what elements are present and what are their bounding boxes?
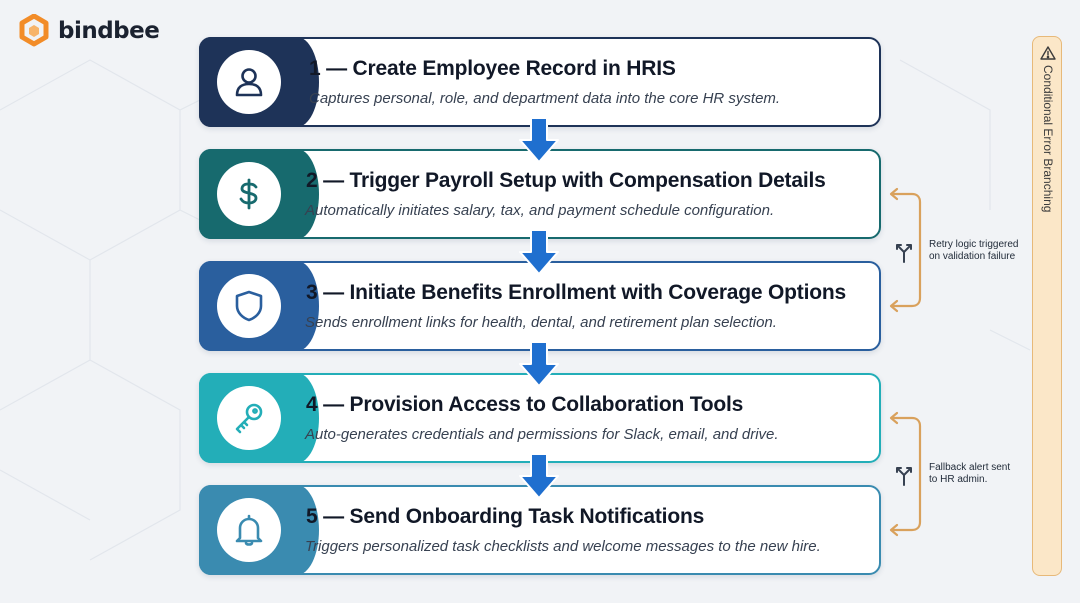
step-title: 2 — Trigger Payroll Setup with Compensat… [306, 169, 826, 192]
fallback-note: Fallback alert sent to HR admin. [929, 462, 1039, 486]
branch-split-icon [896, 244, 912, 263]
step-description: Auto-generates credentials and permissio… [305, 426, 779, 443]
icon-badge [217, 498, 281, 562]
person-icon [235, 68, 263, 97]
shield-icon [235, 290, 263, 322]
warning-icon [1040, 46, 1056, 60]
retry-note-line2: on validation failure [929, 251, 1016, 262]
step-card-1: 1 — Create Employee Record in HRIS Captu… [199, 37, 881, 127]
step-description: Captures personal, role, and department … [309, 90, 781, 107]
step-title: 5 — Send Onboarding Task Notifications [306, 505, 705, 528]
step-card-4: 4 — Provision Access to Collaboration To… [199, 373, 881, 463]
flow-arrow-3 [519, 341, 559, 387]
retry-note-line1: Retry logic triggered [929, 239, 1019, 250]
brand-logo: bindbee [18, 14, 160, 48]
icon-badge [217, 274, 281, 338]
flow-arrow-1 [519, 117, 559, 163]
banner-label: Conditional Error Branching [1041, 65, 1055, 213]
step-card-2: 2 — Trigger Payroll Setup with Compensat… [199, 149, 881, 239]
step-title: 1 — Create Employee Record in HRIS [309, 57, 676, 80]
branch-split-icon [896, 467, 912, 486]
fallback-bracket [889, 411, 922, 537]
step-title: 4 — Provision Access to Collaboration To… [306, 393, 744, 416]
fallback-note-line2: to HR admin. [929, 474, 988, 485]
icon-badge [217, 386, 281, 450]
flow-arrow-2 [519, 229, 559, 275]
bindbee-logo-icon [19, 14, 49, 47]
key-icon [235, 403, 263, 434]
step-card-3: 3 — Initiate Benefits Enrollment with Co… [199, 261, 881, 351]
bell-icon [235, 514, 263, 546]
conditional-error-banner: Conditional Error Branching [1032, 36, 1062, 576]
retry-bracket [889, 187, 922, 313]
step-description: Sends enrollment links for health, denta… [305, 314, 777, 331]
retry-note: Retry logic triggered on validation fail… [929, 239, 1039, 263]
step-description: Triggers personalized task checklists an… [305, 538, 821, 555]
brand-name: bindbee [58, 18, 160, 44]
icon-badge [217, 50, 281, 114]
icon-badge [217, 162, 281, 226]
dollar-icon [239, 178, 258, 210]
flow-arrow-4 [519, 453, 559, 499]
step-description: Automatically initiates salary, tax, and… [305, 202, 775, 219]
fallback-note-line1: Fallback alert sent [929, 462, 1011, 473]
step-title: 3 — Initiate Benefits Enrollment with Co… [306, 281, 846, 304]
